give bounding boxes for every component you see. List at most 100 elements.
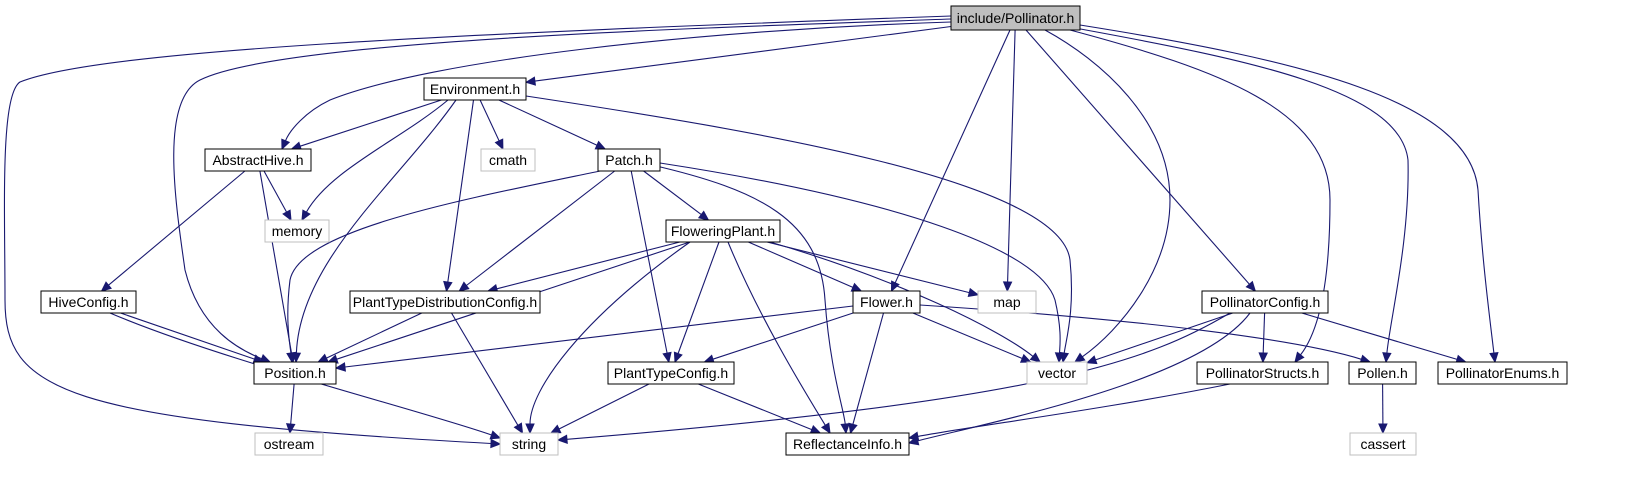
- arrowhead-icon: [1294, 351, 1305, 363]
- node-memory: memory: [264, 219, 330, 243]
- edge-pollinator-to-abstracthive: [281, 21, 952, 151]
- node-flower-h[interactable]: Flower.h: [852, 290, 921, 314]
- node-label: vector: [1038, 365, 1076, 381]
- edge-line: [287, 170, 601, 354]
- arrowhead-icon: [1245, 280, 1257, 292]
- arrowhead-icon: [286, 352, 296, 364]
- node-pollinatorstructs-h[interactable]: PollinatorStructs.h: [1196, 361, 1329, 385]
- edge-flower-to-vector: [912, 312, 1032, 363]
- node-label: Flower.h: [860, 294, 913, 310]
- node-floweringplant-h[interactable]: FloweringPlant.h: [665, 219, 781, 243]
- edge-floweringplant-to-reflectanceinfo: [727, 241, 831, 435]
- arrowhead-icon: [697, 210, 710, 221]
- edge-environment-to-abstracthive: [290, 99, 442, 151]
- node-label: memory: [272, 223, 323, 239]
- arrowhead-icon: [549, 424, 562, 434]
- node-environment-h[interactable]: Environment.h: [423, 77, 527, 101]
- edge-patch-to-planttypeconfig: [630, 170, 672, 364]
- edge-line: [259, 170, 293, 354]
- edge-line: [1095, 312, 1233, 361]
- edge-patch-to-ptdc: [458, 170, 616, 292]
- edge-floweringplant-to-vector: [769, 241, 1041, 363]
- arrowhead-icon: [594, 140, 607, 150]
- edge-line: [1262, 312, 1266, 354]
- node-label: cmath: [489, 152, 527, 168]
- edge-line: [451, 312, 519, 426]
- arrowhead-icon: [848, 422, 858, 435]
- edge-line: [917, 383, 1231, 437]
- arrowhead-icon: [100, 281, 112, 292]
- edge-line: [698, 383, 813, 431]
- edge-line: [1079, 24, 1495, 354]
- edge-pollinator-to-position: [173, 18, 952, 363]
- arrowhead-icon: [673, 351, 683, 364]
- node-pollinator-h[interactable]: include/Pollinator.h: [950, 5, 1081, 31]
- edge-line: [284, 21, 952, 141]
- node-label: PlantTypeDistributionConfig.h: [353, 294, 537, 310]
- arrowhead-icon: [334, 362, 346, 372]
- arrowhead-icon: [513, 422, 524, 435]
- node-abstracthive-h[interactable]: AbstractHive.h: [204, 148, 312, 172]
- node-pollinatorconfig-h[interactable]: PollinatorConfig.h: [1201, 290, 1329, 314]
- arrowhead-icon: [967, 287, 980, 298]
- edge-line: [525, 95, 1073, 354]
- edge-ptdc-to-string: [451, 312, 524, 435]
- arrowhead-icon: [285, 423, 296, 435]
- edge-line: [894, 29, 1011, 284]
- arrowhead-icon: [1029, 352, 1041, 363]
- edge-line: [712, 312, 854, 360]
- edge-line: [326, 312, 423, 359]
- edge-position-to-ostream: [285, 383, 296, 435]
- node-cassert: cassert: [1349, 432, 1417, 456]
- edge-line: [529, 241, 691, 425]
- arrowhead-icon: [458, 281, 470, 292]
- edge-flower-to-reflectanceinfo: [848, 312, 885, 435]
- arrowhead-icon: [850, 282, 863, 292]
- edge-line: [290, 383, 295, 425]
- edge-line: [1301, 312, 1458, 360]
- edge-floweringplant-to-string: [525, 241, 691, 435]
- edge-line: [479, 99, 500, 142]
- edge-line: [659, 162, 1061, 354]
- edge-abstracthive-to-hiveconfig: [100, 170, 246, 292]
- edge-line: [496, 241, 681, 290]
- edge-line: [630, 170, 668, 354]
- node-label: FloweringPlant.h: [671, 223, 775, 239]
- edge-line: [766, 241, 970, 294]
- edge-line: [769, 241, 1034, 357]
- node-pollen-h[interactable]: Pollen.h: [1348, 361, 1417, 385]
- node-position-h[interactable]: Position.h: [253, 361, 337, 385]
- arrowhead-icon: [525, 423, 535, 435]
- edge-floweringplant-to-ptdc: [486, 241, 681, 294]
- node-planttypeconfig-h[interactable]: PlantTypeConfig.h: [607, 361, 735, 385]
- node-label: PollinatorConfig.h: [1210, 294, 1321, 310]
- edge-pollinator-to-map: [1002, 29, 1016, 293]
- edge-abstracthive-to-memory: [263, 170, 292, 222]
- node-pollinatorenums-h[interactable]: PollinatorEnums.h: [1437, 361, 1568, 385]
- arrowhead-icon: [494, 138, 504, 151]
- node-patch-h[interactable]: Patch.h: [597, 148, 661, 172]
- edge-line: [852, 312, 885, 425]
- edge-line: [727, 241, 826, 426]
- node-map: map: [977, 290, 1037, 314]
- arrowhead-icon: [1489, 352, 1499, 364]
- node-reflectanceinfo-h[interactable]: ReflectanceInfo.h: [785, 432, 910, 456]
- arrowhead-icon: [1073, 352, 1086, 363]
- node-hiveconfig-h[interactable]: HiveConfig.h: [40, 290, 137, 314]
- edge-line: [912, 312, 1023, 360]
- node-cmath: cmath: [480, 148, 536, 172]
- edge-line: [1007, 29, 1016, 283]
- edge-line: [677, 241, 720, 354]
- edge-pollinator-to-flower: [890, 29, 1011, 293]
- node-planttypedistributionconfig-h[interactable]: PlantTypeDistributionConfig.h: [349, 290, 541, 314]
- arrowhead-icon: [489, 430, 502, 440]
- arrowhead-icon: [809, 424, 822, 434]
- arrowhead-icon: [1054, 352, 1065, 364]
- arrowhead-icon: [840, 423, 850, 435]
- edge-pollinator-to-environment: [524, 25, 952, 86]
- edge-line: [3, 15, 952, 445]
- arrowhead-icon: [524, 76, 536, 86]
- arrowhead-icon: [662, 351, 672, 364]
- edge-line: [498, 99, 598, 146]
